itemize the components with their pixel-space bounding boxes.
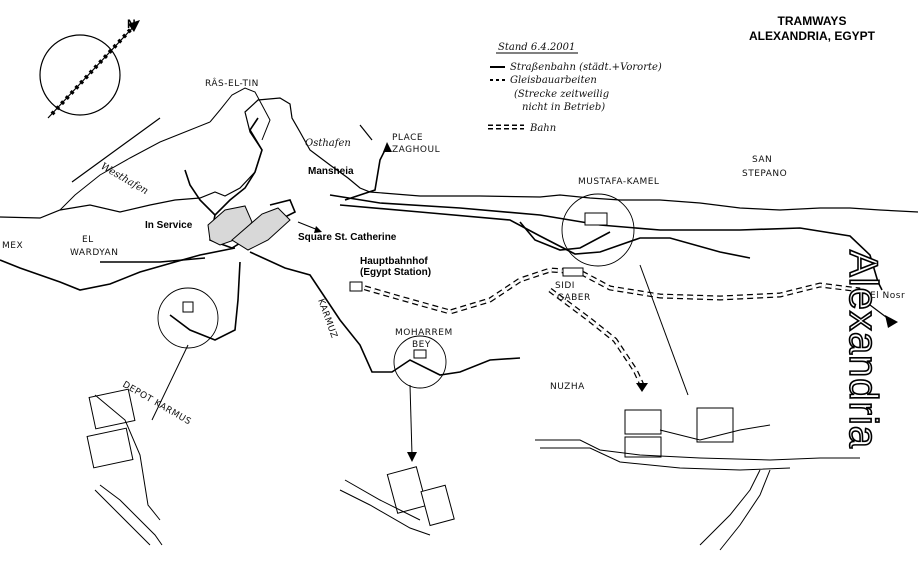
north-label: N [127, 17, 136, 31]
station-circle-moharrem-bey [393, 335, 447, 389]
inset-moharrem [339, 384, 455, 536]
label-san-stepano-2: STEPANO [742, 169, 787, 179]
tram-line-wardyan [100, 257, 206, 263]
legend-item-construction: Gleisbauarbeiten [510, 75, 597, 86]
label-square-st-catherine: Square St. Catherine [298, 232, 397, 243]
label-place-zaghoul-2: ZAGHOUL [392, 145, 440, 155]
building-karmuz [182, 301, 194, 313]
legend-item-tram: Straßenbahn (städt.+Vororte) [510, 62, 662, 73]
junction-catherine [231, 207, 291, 251]
harbour-west-shore [59, 121, 211, 211]
ras-el-tin-peninsula [209, 87, 271, 141]
label-ras-el-tin: RÂS-EL-TIN [205, 77, 259, 89]
label-mex: MEX [2, 241, 23, 251]
label-mustafa-kamel: MUSTAFA-KAMEL [578, 177, 659, 187]
arrow-catherine-icon [314, 226, 322, 233]
building-hauptbahnhof [349, 281, 363, 292]
label-osthafen: Osthafen [305, 138, 351, 149]
inset-sidi-gaber [535, 264, 860, 551]
tram-line-zaghoul [344, 149, 386, 201]
railway-south-inner [549, 289, 644, 386]
legend-note-2: nicht in Betrieb) [522, 102, 605, 113]
city-label-alexandria: Alexandria [841, 250, 885, 449]
label-el-wardyan-1: EL [82, 235, 94, 245]
tram-line-west [0, 247, 236, 291]
label-el-wardyan-2: WARDYAN [70, 248, 118, 258]
station-circle-karmuz [157, 287, 219, 349]
label-moharrem-bey-2: BEY [412, 340, 431, 350]
building-mustafa-kamel [584, 212, 608, 226]
label-nuzha: NUZHA [550, 382, 585, 392]
inset-depot [86, 344, 189, 546]
railway-main-inner [354, 268, 861, 314]
label-place-zaghoul-1: PLACE [392, 133, 423, 143]
label-mansheia: Mansheia [308, 166, 354, 177]
tram-line-harbour-spur [184, 169, 216, 216]
station-circle-mustafa-kamel [561, 193, 635, 267]
north-arrow: N [39, 17, 140, 119]
label-karmuz: KARMUZ [315, 298, 339, 340]
coastline [0, 97, 918, 219]
label-hauptbahnhof-1: Hauptbahnhof [360, 256, 428, 267]
arrow-el-nosr-icon [885, 315, 898, 328]
railway-south [548, 288, 645, 387]
building-moharrem [413, 349, 427, 359]
tram-line-karmuz [249, 251, 521, 376]
label-sidi-gaber-2: GABER [557, 293, 591, 303]
arrow-zaghoul-icon [383, 142, 392, 152]
building-sidi-gaber [562, 267, 584, 277]
breakwater-east [359, 124, 373, 141]
label-westhafen: Westhafen [99, 161, 150, 197]
legend-item-rail: Bahn [529, 123, 556, 134]
map-title-line2: ALEXANDRIA, EGYPT [749, 29, 876, 43]
tram-line-ramleh-loop [519, 221, 611, 251]
railway-arrow [636, 383, 648, 392]
label-in-service: In Service [145, 220, 193, 231]
label-san-stepano-1: SAN [752, 155, 772, 165]
legend-note-1: (Strecke zeitweilig [514, 89, 609, 100]
label-el-nosr: El Nosr [870, 291, 905, 301]
map-title-line1: TRAMWAYS [778, 14, 847, 28]
label-sidi-gaber-1: SIDI [555, 281, 575, 291]
breakwater-west [71, 117, 161, 183]
tram-line-depot [169, 261, 241, 341]
label-hauptbahnhof-2: (Egypt Station) [360, 267, 431, 278]
tram-line-coast [329, 194, 883, 291]
tram-line-coast-2 [339, 204, 751, 259]
legend-stand: Stand 6.4.2001 [498, 42, 575, 53]
label-moharrem-bey-1: MOHARREM [395, 328, 453, 338]
legend: Stand 6.4.2001 Straßenbahn (städt.+Voror… [488, 42, 662, 134]
